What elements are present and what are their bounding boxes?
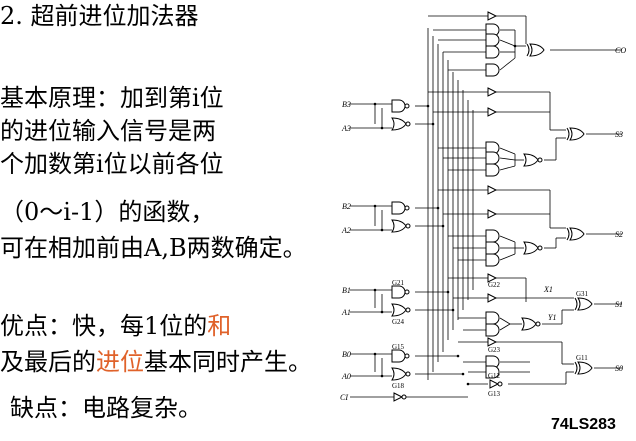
carry-out-logic: [428, 15, 622, 71]
sum1-logic: [448, 277, 622, 331]
carry-lookahead-circuit-diagram: B3 A3 B2 A2 B1 A1 B0 A0 CI CO S3 S2 S1 S…: [340, 11, 626, 402]
principle-line-5: 可在相加前由A,B两数确定。: [0, 234, 307, 262]
output-label-co: CO: [615, 46, 626, 55]
input-label-a1: A1: [341, 308, 351, 317]
input-label-ci: CI: [340, 393, 348, 402]
output-label-s0: S0: [615, 364, 623, 373]
signal-label-y1: Y1: [548, 313, 556, 322]
sum3-logic: [428, 91, 622, 171]
gate-label-g22: G22: [488, 281, 501, 289]
slide-title: 2. 超前进位加法器: [0, 2, 199, 30]
gate-label-g12: G12: [488, 372, 501, 380]
output-label-s3: S3: [615, 130, 623, 139]
input-label-b2: B2: [342, 202, 351, 211]
chip-model-label: 74LS283: [551, 416, 616, 433]
output-label-s2: S2: [615, 230, 623, 239]
gate-label-g31: G31: [576, 290, 589, 298]
bit0-input-stage: [350, 353, 468, 398]
bus-lines: [427, 28, 474, 380]
gate-label-g24: G24: [392, 318, 405, 326]
signal-label-x1: X1: [543, 285, 553, 294]
bit3-input-stage: [350, 103, 433, 129]
gate-label-g23: G23: [488, 346, 501, 354]
input-label-a3: A3: [341, 124, 351, 133]
bit1-input-stage: [350, 289, 453, 313]
pros-highlight-carry: 进位: [96, 348, 144, 376]
pros-line-1: 优点：快，每1位的和: [0, 312, 231, 340]
junction-dots: [373, 44, 517, 386]
input-label-b3: B3: [342, 100, 351, 109]
sum2-logic: [438, 189, 622, 261]
gate-label-g18: G18: [392, 382, 405, 390]
sum0-logic: [458, 341, 622, 385]
principle-line-4: （0～i-1）的函数，: [0, 198, 215, 226]
gate-label-g15: G15: [392, 343, 405, 351]
cons-line: 缺点：电路复杂。: [10, 394, 202, 422]
pros-line-2-prefix: 及最后的: [0, 348, 96, 376]
input-label-b1: B1: [342, 286, 351, 295]
principle-line-1: 基本原理：加到第i位: [0, 84, 224, 112]
pros-highlight-sum: 和: [207, 312, 232, 340]
output-label-s1: S1: [615, 300, 623, 309]
gate-label-g13: G13: [488, 390, 501, 398]
input-label-a2: A2: [341, 226, 351, 235]
bit2-input-stage: [350, 205, 443, 231]
input-label-b0: B0: [342, 350, 351, 359]
principle-line-2: 的进位输入信号是两: [0, 117, 216, 145]
pros-line-2-suffix: 基本同时产生。: [144, 348, 312, 376]
pros-line-2: 及最后的进位基本同时产生。: [0, 348, 312, 376]
gate-label-g11: G11: [576, 354, 588, 362]
input-label-a0: A0: [341, 372, 351, 381]
principle-line-3: 个加数第i位以前各位: [0, 150, 224, 178]
gate-label-g21: G21: [392, 279, 405, 287]
pros-line-1-text: 优点：快，每1位的: [0, 312, 208, 340]
